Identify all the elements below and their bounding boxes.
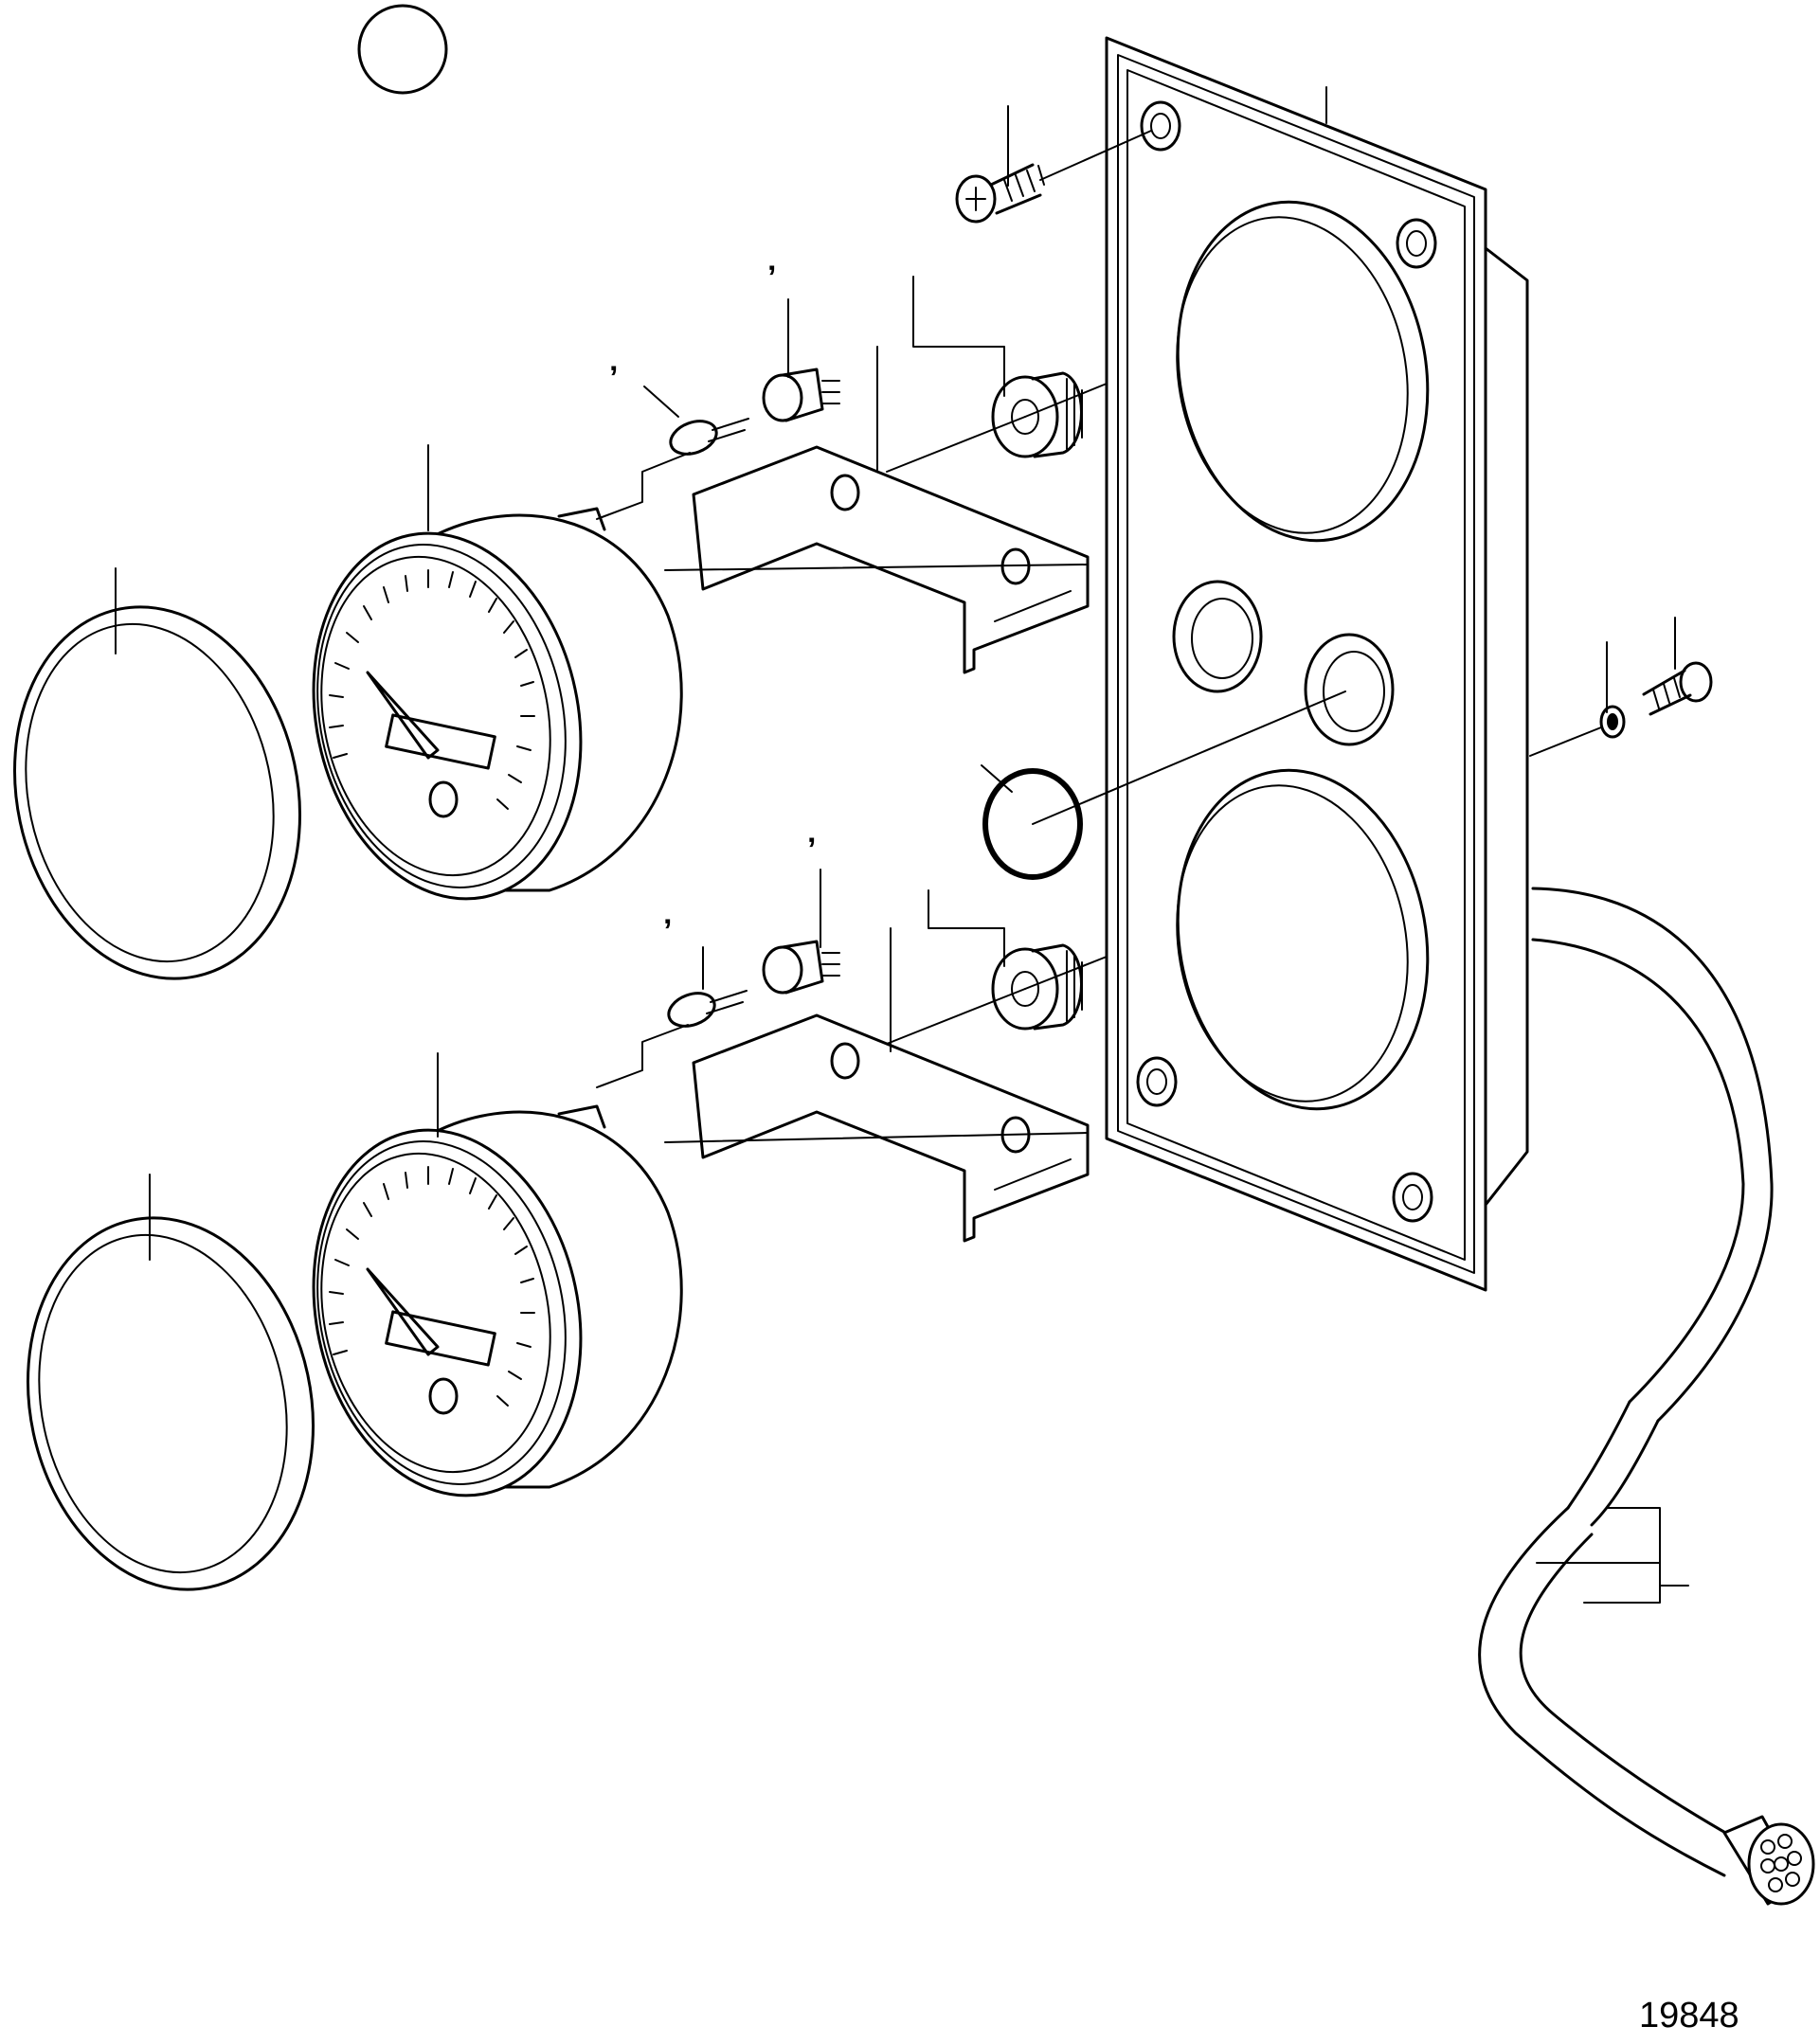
panel-screw-top — [955, 130, 1152, 224]
bezel-ring-upper — [12, 605, 302, 980]
bulb-lower — [596, 990, 748, 1088]
reference-circle — [357, 4, 448, 95]
bulb-upper — [596, 418, 749, 520]
drawing-number: 19848 — [1639, 1996, 1739, 2035]
knurled-nut-lower — [886, 943, 1108, 1045]
mounting-bracket-lower — [664, 1013, 1090, 1243]
dial-label-box — [385, 713, 496, 770]
upper-gauge-assembly — [12, 368, 1108, 980]
knurled-nut-upper — [886, 371, 1108, 473]
washer — [1599, 705, 1626, 739]
tick-mark: ’ — [767, 260, 776, 296]
callout-leaders — [115, 86, 1689, 1604]
panel-screw-side — [1529, 661, 1713, 757]
tick-mark: ’ — [807, 832, 816, 868]
bezel-ring-lower — [26, 1216, 315, 1591]
gauge-lower — [312, 1104, 683, 1497]
o-ring — [982, 690, 1346, 880]
panel-hole-lower — [1176, 768, 1430, 1111]
bulb-holder-lower — [762, 940, 840, 995]
instrument-panel — [1105, 36, 1529, 1292]
gauge-upper — [312, 507, 683, 901]
panel-hole-upper — [1176, 200, 1430, 543]
tick-mark: ’ — [663, 913, 672, 949]
bulb-holder-upper — [762, 368, 840, 422]
mounting-bracket-upper — [664, 445, 1090, 674]
lower-gauge-assembly — [26, 940, 1108, 1591]
panel-switch-holes — [1172, 580, 1395, 746]
cable-harness — [1478, 887, 1815, 1906]
panel-screw-holes — [1136, 100, 1437, 1223]
multi-pin-connector — [1722, 1815, 1815, 1906]
tick-mark: ’ — [609, 360, 618, 396]
